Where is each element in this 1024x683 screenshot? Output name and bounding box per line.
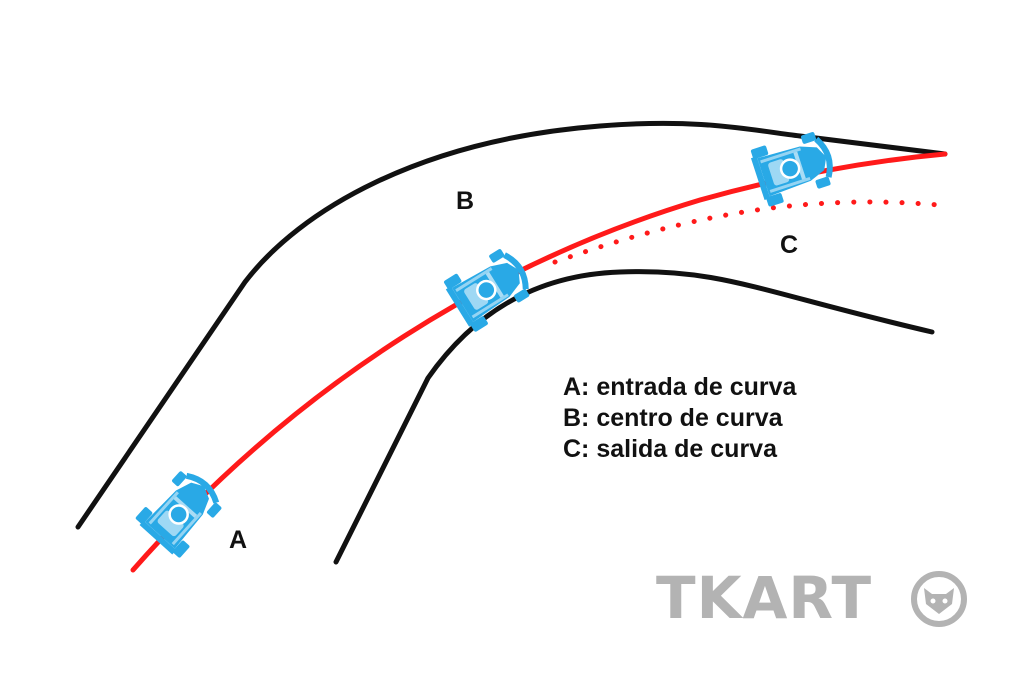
legend-item-apex: B: centro de curva bbox=[563, 404, 783, 432]
cat-head-icon bbox=[911, 571, 967, 627]
brand-wordmark: TKART bbox=[656, 564, 873, 632]
brand-watermark: TKART bbox=[656, 566, 976, 630]
point-label-b: B bbox=[456, 187, 474, 215]
legend-item-exit: C: salida de curva bbox=[563, 435, 777, 463]
legend: A: entrada de curva B: centro de curva C… bbox=[563, 372, 796, 465]
point-label-a: A bbox=[229, 526, 247, 554]
track-inner-edge bbox=[333, 269, 935, 565]
track-outer-edge bbox=[75, 120, 948, 530]
kart-a-icon bbox=[134, 465, 228, 560]
legend-item-entry: A: entrada de curva bbox=[563, 373, 797, 401]
kart-b-icon bbox=[442, 243, 537, 333]
racing-line bbox=[130, 151, 948, 573]
point-label-c: C bbox=[780, 231, 798, 259]
